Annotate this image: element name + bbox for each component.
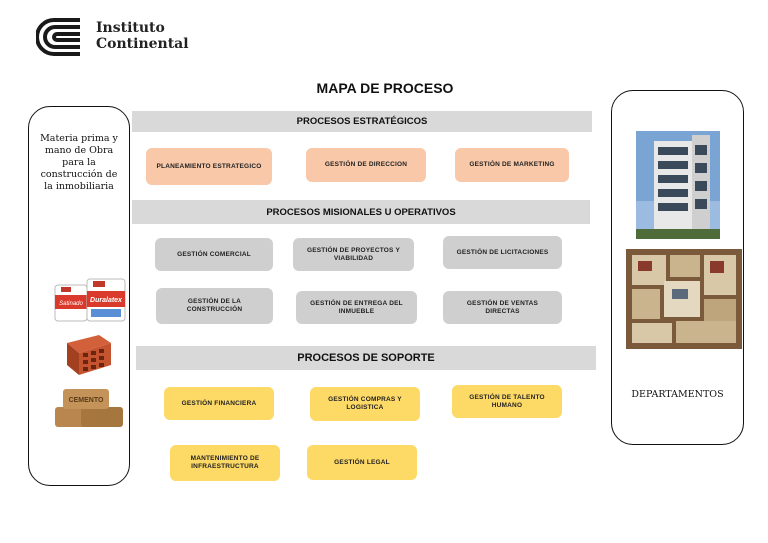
missional-process-box: GESTIÓN DE VENTAS DIRECTAS bbox=[443, 291, 562, 324]
logo-line-2: Continental bbox=[96, 36, 189, 52]
support-process-box: GESTIÓN LEGAL bbox=[307, 445, 417, 480]
page-title: MAPA DE PROCESO bbox=[316, 80, 454, 96]
building-image bbox=[636, 131, 720, 239]
support-process-box: GESTIÓN COMPRAS Y LOGISTICA bbox=[310, 387, 420, 421]
support-process-box: MANTENIMIENTO DE INFRAESTRUCTURA bbox=[170, 445, 280, 481]
strategic-section-title: PROCESOS ESTRATÉGICOS bbox=[132, 111, 592, 132]
missional-process-box: GESTIÓN DE ENTREGA DEL INMUEBLE bbox=[296, 291, 417, 324]
paint-brand-2: Duralatex bbox=[90, 297, 123, 304]
strategic-process-box: GESTIÓN DE MARKETING bbox=[455, 148, 569, 182]
floor-plan-image bbox=[626, 249, 742, 349]
support-process-box: GESTIÓN FINANCIERA bbox=[164, 387, 274, 420]
missional-section-title: PROCESOS MISIONALES U OPERATIVOS bbox=[132, 200, 590, 224]
support-section-title: PROCESOS DE SOPORTE bbox=[136, 346, 596, 370]
cement-label: CEMENTO bbox=[69, 397, 104, 404]
logo-line-1: Instituto bbox=[96, 20, 165, 36]
apartments-panel: DEPARTAMENTOS bbox=[611, 90, 744, 445]
paint-brand-1: Satinado bbox=[59, 301, 83, 307]
institute-logo: Instituto Continental bbox=[35, 16, 189, 60]
missional-process-box: GESTIÓN DE PROYECTOS Y VIABILIDAD bbox=[293, 238, 414, 271]
strategic-process-box: PLANEAMIENTO ESTRATEGICO bbox=[146, 148, 272, 185]
logo-icon bbox=[35, 18, 80, 56]
strategic-process-box: GESTIÓN DE DIRECCION bbox=[306, 148, 426, 182]
cement-bags-image: CEMENTO bbox=[55, 389, 123, 427]
paint-buckets-image: Satinado Duralatex bbox=[54, 278, 126, 322]
raw-materials-text: Materia prima y mano de Obra para la con… bbox=[40, 133, 118, 192]
apartments-label: DEPARTAMENTOS bbox=[631, 389, 724, 400]
brick-image bbox=[67, 335, 111, 375]
missional-process-box: GESTIÓN DE LA CONSTRUCCIÓN bbox=[156, 288, 273, 324]
support-process-box: GESTIÓN DE TALENTO HUMANO bbox=[452, 385, 562, 418]
missional-process-box: GESTIÓN COMERCIAL bbox=[155, 238, 273, 271]
raw-materials-panel: Materia prima y mano de Obra para la con… bbox=[28, 106, 130, 486]
missional-process-box: GESTIÓN DE LICITACIONES bbox=[443, 236, 562, 269]
logo-text: Instituto Continental bbox=[96, 20, 189, 52]
